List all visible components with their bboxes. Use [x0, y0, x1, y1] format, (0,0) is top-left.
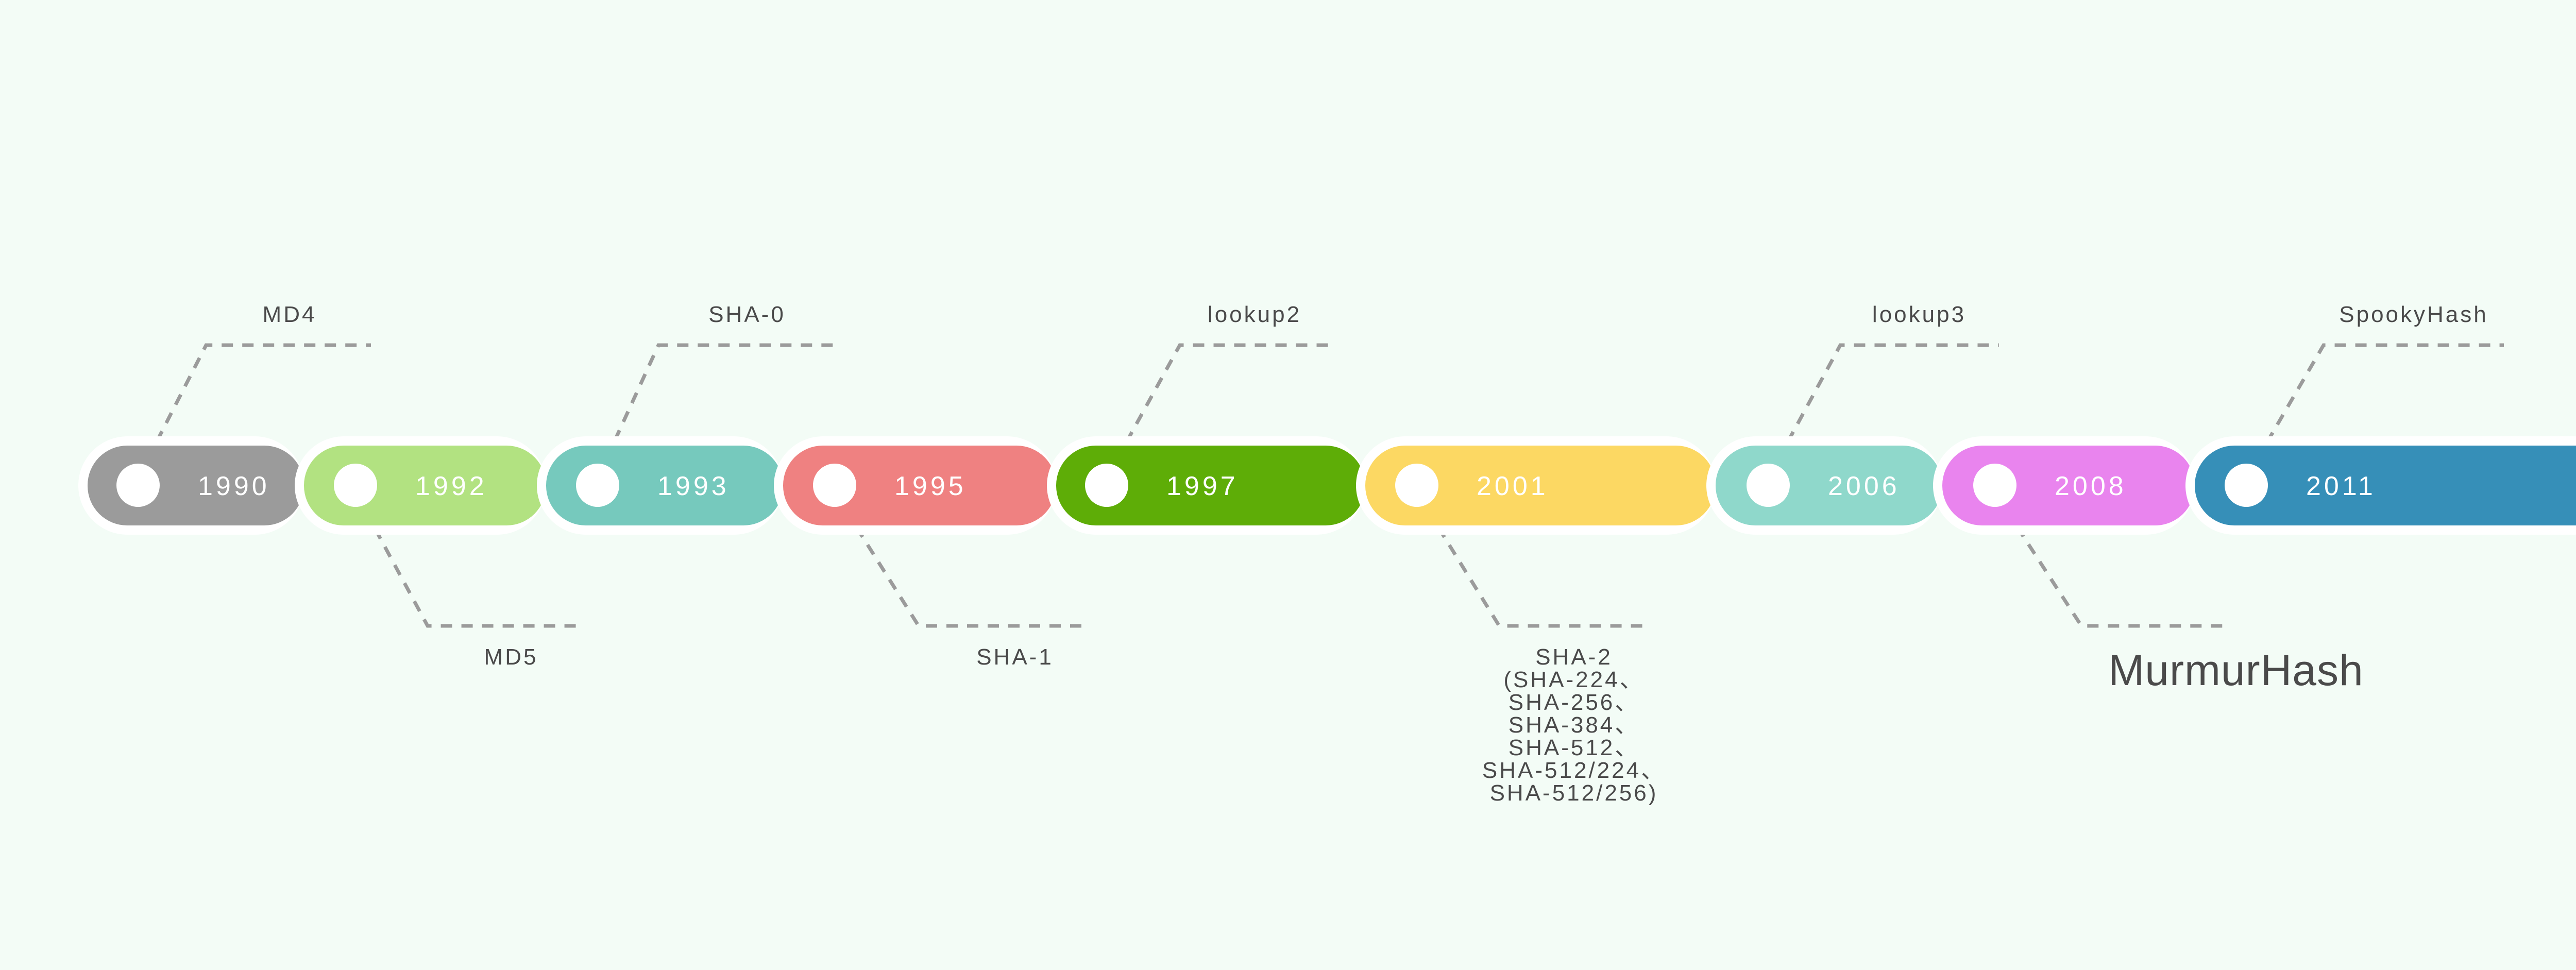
annotation-line: SHA-1 — [976, 644, 1054, 670]
timeline-segments-layer: 1990199219931995199720012006200820112015… — [78, 436, 2576, 535]
timeline-segment[interactable]: 2001 — [1356, 436, 1716, 535]
timeline-segment[interactable]: 2011 — [2185, 436, 2576, 535]
annotation-leader-line — [136, 343, 371, 479]
annotation-line: SHA-512/224、 — [1482, 758, 1666, 783]
annotation-line: SHA-512、 — [1509, 735, 1640, 760]
segment-pill[interactable] — [783, 446, 1056, 525]
timeline-segment[interactable]: 2006 — [1706, 436, 1942, 535]
annotations-layer: MD4MD5SHA-0SHA-1lookup2SHA-2(SHA-224、SHA… — [263, 302, 2488, 806]
annotation-label: MD5 — [484, 644, 538, 670]
segment-year-label: 1992 — [415, 471, 487, 501]
annotation-line: SHA-384、 — [1509, 712, 1640, 738]
segment-year-label: 2006 — [1828, 471, 1900, 501]
annotation-line: SpookyHash — [2339, 302, 2488, 327]
segment-year-label: 1990 — [198, 471, 270, 501]
segment-year-label: 2011 — [2306, 471, 2376, 501]
annotation-label: SHA-0 — [708, 302, 786, 327]
segment-marker-dot[interactable] — [334, 464, 377, 507]
annotation-line: MD5 — [484, 644, 538, 670]
segment-marker-dot[interactable] — [1085, 464, 1128, 507]
annotation-leader-line — [1766, 343, 1999, 479]
timeline-segment[interactable]: 2008 — [1933, 436, 2195, 535]
annotation-label: MD4 — [263, 302, 317, 327]
segment-pill[interactable] — [304, 446, 546, 525]
annotation-leader-line — [833, 491, 1087, 628]
segment-year-label: 1997 — [1166, 471, 1239, 501]
segment-pill[interactable] — [1942, 446, 2195, 525]
leader-lines-layer — [136, 343, 2504, 628]
annotation-label: lookup3 — [1872, 302, 1966, 327]
annotation-line: SHA-512/256) — [1490, 780, 1658, 806]
segment-pill[interactable] — [2195, 446, 2576, 525]
segment-pill[interactable] — [1056, 446, 1365, 525]
segment-year-label: 2001 — [1477, 471, 1549, 501]
segment-marker-dot[interactable] — [576, 464, 619, 507]
annotation-line: (SHA-224、 — [1503, 667, 1644, 692]
segment-marker-dot[interactable] — [116, 464, 160, 507]
annotation-line: MD4 — [263, 302, 317, 327]
segment-marker-dot[interactable] — [1973, 464, 2016, 507]
timeline-segment[interactable]: 1993 — [537, 436, 783, 535]
segment-pill[interactable] — [1365, 446, 1716, 525]
timeline-segment[interactable]: 1990 — [78, 436, 304, 535]
timeline-segment[interactable]: 1992 — [295, 436, 546, 535]
annotation-leader-line — [353, 491, 582, 628]
segment-year-label: 1995 — [894, 471, 967, 501]
annotation-label: lookup2 — [1208, 302, 1301, 327]
segment-year-label: 2008 — [2055, 471, 2127, 501]
segment-marker-dot[interactable] — [2225, 464, 2268, 507]
annotation-leader-line — [1105, 343, 1334, 479]
annotation-line: lookup3 — [1872, 302, 1966, 327]
annotation-label: SHA-1 — [976, 644, 1054, 670]
annotation-label: SpookyHash — [2339, 302, 2488, 327]
annotation-leader-line — [1993, 491, 2228, 628]
annotation-leader-line — [1415, 491, 1649, 628]
annotation-line: lookup2 — [1208, 302, 1301, 327]
segment-marker-dot[interactable] — [1747, 464, 1790, 507]
annotation-label: SHA-2(SHA-224、SHA-256、SHA-384、SHA-512、SH… — [1482, 644, 1666, 806]
annotation-line: SHA-256、 — [1509, 690, 1640, 715]
segment-year-label: 1993 — [657, 471, 730, 501]
annotation-leader-line — [596, 343, 836, 479]
annotation-line: MurmurHash — [2108, 646, 2363, 694]
timeline-segment[interactable]: 1997 — [1047, 436, 1365, 535]
annotation-leader-line — [2244, 343, 2504, 479]
annotation-line: SHA-0 — [708, 302, 786, 327]
timeline-segment[interactable]: 1995 — [774, 436, 1056, 535]
annotation-line: SHA-2 — [1535, 644, 1613, 670]
segment-marker-dot[interactable] — [1395, 464, 1438, 507]
segment-marker-dot[interactable] — [813, 464, 856, 507]
annotation-label: MurmurHash — [2108, 646, 2363, 694]
